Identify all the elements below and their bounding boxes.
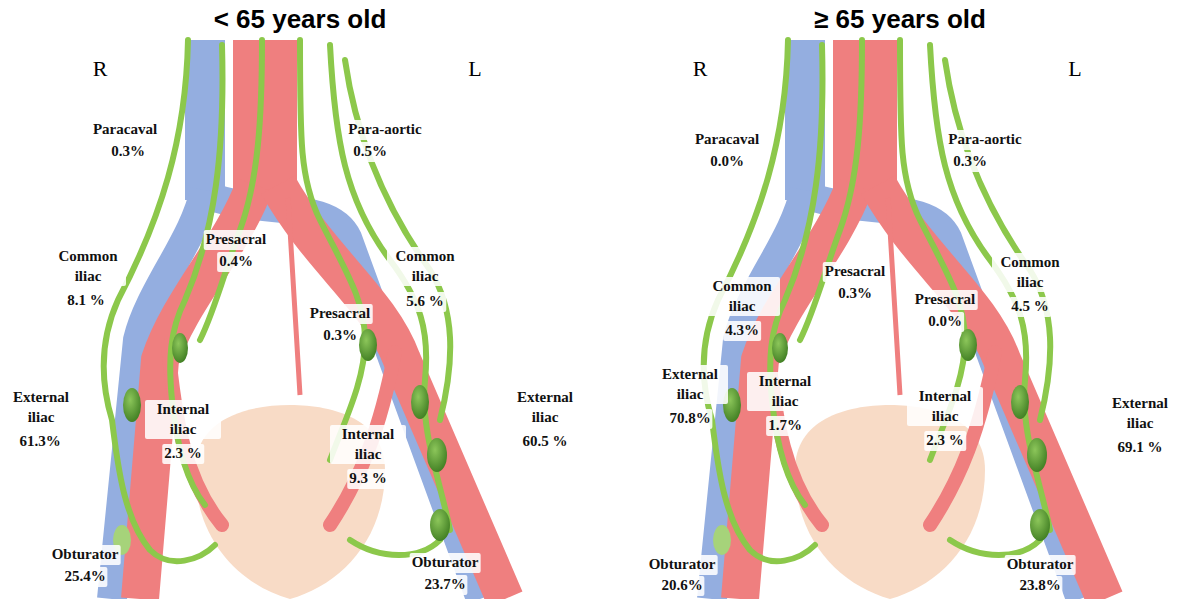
- percentage: 70.8%: [667, 409, 712, 429]
- node-group-name: Para-aortic: [346, 120, 423, 140]
- node-group-name: External iliac: [1102, 394, 1178, 433]
- percentage: 2.3 %: [924, 431, 966, 451]
- percentage: 0.0%: [926, 312, 964, 332]
- node-group-name: Presacral: [308, 304, 373, 324]
- percentage: 4.5 %: [1009, 297, 1051, 317]
- right-panel-anatomy: [704, 40, 1105, 599]
- panel-title: < 65 years old: [212, 4, 389, 35]
- node-group-name: Internal iliac: [907, 387, 983, 426]
- percentage: 61.3%: [17, 432, 62, 452]
- node-group-name: External iliac: [507, 388, 583, 427]
- percentage: 4.3%: [723, 321, 761, 341]
- side-marker: L: [1066, 56, 1083, 82]
- percentage: 0.4%: [217, 252, 255, 272]
- percentage: 23.8%: [1017, 576, 1062, 596]
- node-group-name: Internal iliac: [747, 372, 823, 411]
- percentage: 1.7%: [766, 416, 804, 436]
- node-group-name: Obturator: [1005, 555, 1076, 575]
- percentage: 8.1 %: [65, 291, 107, 311]
- node-group-name: Common iliac: [387, 247, 463, 286]
- node-group-name: Obturator: [647, 555, 718, 575]
- node-group-name: Common iliac: [992, 253, 1068, 292]
- percentage: 20.6%: [659, 576, 704, 596]
- side-marker: R: [91, 56, 110, 82]
- node-group-name: Obturator: [410, 553, 481, 573]
- node-group-name: Presacral: [204, 230, 269, 250]
- side-marker: L: [466, 56, 483, 82]
- node-group-name: Para-aortic: [946, 130, 1023, 150]
- node-group-name: Presacral: [913, 290, 978, 310]
- side-marker: R: [691, 56, 710, 82]
- percentage: 0.3%: [109, 142, 147, 162]
- node-group-name: Paracaval: [91, 120, 159, 140]
- node-group-name: Obturator: [50, 545, 121, 565]
- node-group-name: Common iliac: [704, 277, 780, 316]
- percentage: 0.3%: [951, 152, 989, 172]
- percentage: 0.3%: [836, 284, 874, 304]
- node-group-name: External iliac: [652, 365, 728, 404]
- node-group-name: Internal iliac: [145, 400, 221, 439]
- percentage: 0.0%: [708, 152, 746, 172]
- percentage: 0.5%: [351, 142, 389, 162]
- percentage: 25.4%: [62, 567, 107, 587]
- percentage: 60.5 %: [521, 432, 570, 452]
- percentage: 9.3 %: [347, 469, 389, 489]
- left-panel-anatomy: [104, 40, 505, 599]
- percentage: 0.3%: [321, 326, 359, 346]
- percentage: 69.1 %: [1116, 438, 1165, 458]
- percentage: 23.7%: [422, 575, 467, 595]
- percentage: 5.6 %: [404, 292, 446, 312]
- percentage: 2.3 %: [162, 444, 204, 464]
- node-group-name: Paracaval: [693, 130, 761, 150]
- node-group-name: External iliac: [3, 388, 79, 427]
- panel-title: ≥ 65 years old: [812, 4, 988, 35]
- node-group-name: Common iliac: [50, 247, 126, 286]
- node-group-name: Internal iliac: [330, 425, 406, 464]
- node-group-name: Presacral: [823, 262, 888, 282]
